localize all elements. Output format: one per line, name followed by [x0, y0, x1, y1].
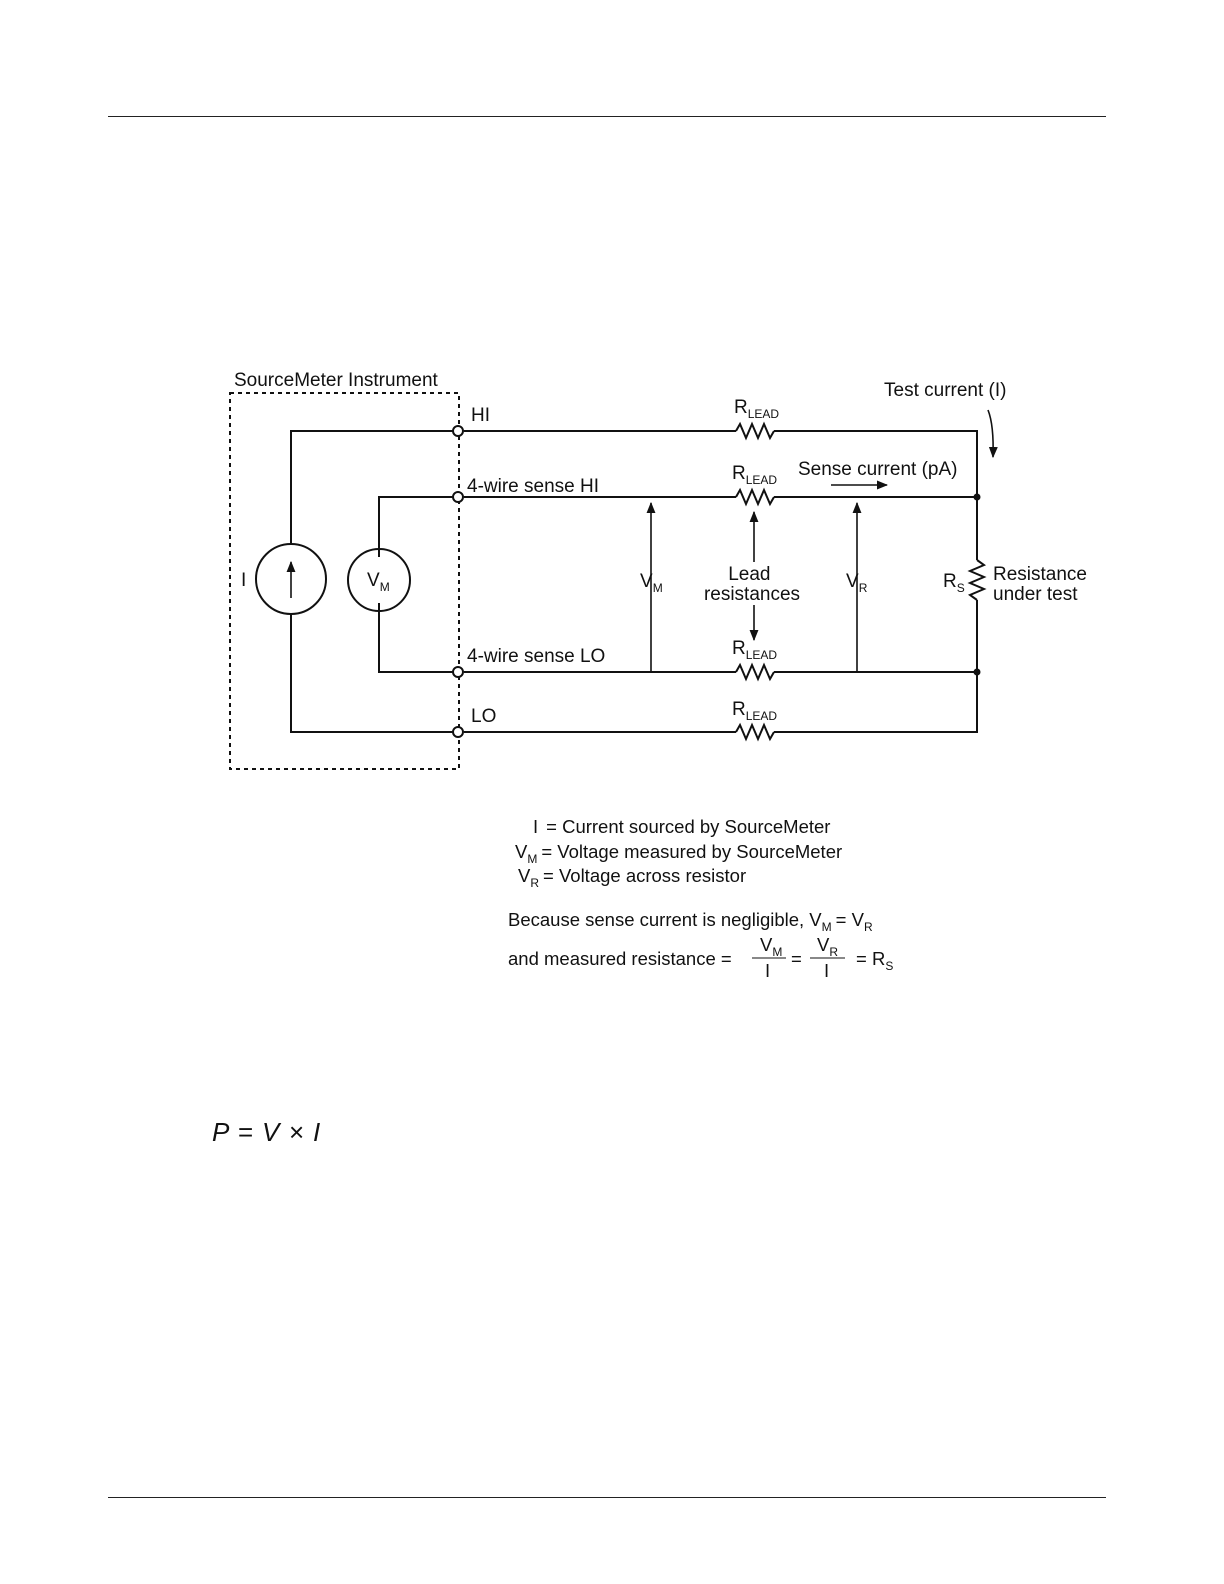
legend-line-2: VM= Voltage measured by SourceMeter [515, 841, 842, 866]
fraction-2-numerator: VR [817, 934, 838, 959]
r-lead-label-lo: RLEAD [732, 699, 777, 723]
r-lead-sense-lo [735, 662, 775, 682]
rs-label: RS [943, 571, 965, 595]
legend-line-3: VR= Voltage across resistor [518, 865, 746, 890]
instrument-box [229, 392, 460, 770]
label-hi: HI [471, 405, 490, 426]
lead-resistances-label: Lead resistances [704, 564, 800, 605]
source-label: I [241, 570, 246, 591]
fraction-2-denominator: I [824, 960, 829, 981]
resistance-under-test-label: Resistance under test [993, 564, 1092, 605]
sense-lo-wire-left [378, 603, 453, 673]
terminal-hi [452, 425, 464, 437]
power-formula: P = V × I [212, 1117, 322, 1147]
meter-label: VM [367, 570, 390, 594]
r-lead-label-sense-lo: RLEAD [732, 638, 777, 662]
voltmeter-circle [347, 548, 411, 612]
r-lead-lo [735, 722, 775, 742]
fraction-equals: = [791, 948, 802, 969]
terminal-sense-lo [452, 666, 464, 678]
junction-node-bottom [973, 668, 981, 676]
junction-node-top [973, 493, 981, 501]
result-rs: = RS [856, 948, 893, 973]
vr-label: VR [846, 571, 868, 595]
terminal-sense-hi [452, 491, 464, 503]
lo-wire-to-node [774, 672, 978, 733]
hi-wire-left [290, 430, 453, 544]
lo-wire-left [290, 614, 453, 733]
instrument-label: SourceMeter Instrument [234, 370, 439, 391]
sense-hi-wire-left [378, 496, 453, 557]
terminal-lo [452, 726, 464, 738]
r-lead-sense-hi [735, 487, 775, 507]
header-rule [108, 116, 1106, 117]
test-current-label: Test current (I) [884, 380, 1006, 401]
current-source-circle [255, 543, 327, 615]
footer-rule [108, 1497, 1106, 1498]
legend: I= Current sourced by SourceMeter VM= Vo… [508, 816, 893, 981]
r-lead-label-sense-hi: RLEAD [732, 463, 777, 487]
label-sense-hi: 4-wire sense HI [467, 476, 599, 497]
label-sense-lo: 4-wire sense LO [467, 646, 605, 667]
hi-wire-to-node [774, 430, 978, 497]
legend-line-5: and measured resistance = [508, 948, 732, 969]
fraction-1-numerator: VM [760, 934, 782, 959]
test-current-arrow [987, 409, 998, 459]
legend-line-1: I= Current sourced by SourceMeter [533, 816, 830, 837]
resistor-under-test [967, 559, 987, 601]
sense-current-label: Sense current (pA) [798, 459, 957, 480]
label-lo: LO [471, 706, 496, 727]
r-lead-label-hi: RLEAD [734, 397, 779, 421]
legend-line-4: Because sense current is negligible, VM=… [508, 909, 873, 934]
r-lead-hi [735, 421, 775, 441]
vm-label: VM [640, 571, 663, 595]
fraction-1-denominator: I [765, 960, 770, 981]
